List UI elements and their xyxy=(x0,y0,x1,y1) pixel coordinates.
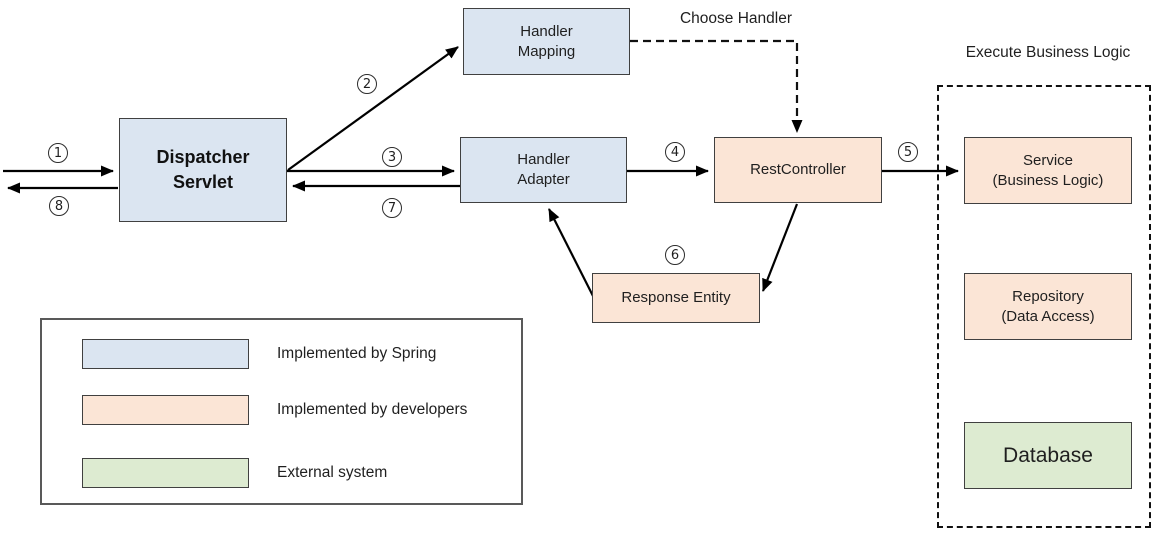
arrow-step6-response-entity-to-adapter xyxy=(548,208,594,297)
step-4-badge: 4 xyxy=(665,142,685,162)
legend-swatch-spring xyxy=(82,339,249,369)
response-entity-node: Response Entity xyxy=(592,273,760,323)
node-label: (Data Access) xyxy=(1001,307,1095,325)
legend-label-external: External system xyxy=(277,464,388,481)
repository-node: Repository (Data Access) xyxy=(964,273,1132,340)
step-2-badge: 2 xyxy=(357,74,377,94)
rest-controller-node: RestController xyxy=(714,137,882,203)
step-6-badge: 6 xyxy=(665,245,685,265)
node-label: Handler xyxy=(520,22,573,40)
arrow-step2-to-handler-mapping xyxy=(287,46,459,171)
legend-swatch-developers xyxy=(82,395,249,425)
step-3-badge: 3 xyxy=(382,147,402,167)
node-label: Adapter xyxy=(517,171,570,188)
dispatcher-servlet-node: Dispatcher Servlet xyxy=(119,118,287,222)
step-5-badge: 5 xyxy=(898,142,918,162)
execute-business-logic-group xyxy=(937,85,1151,528)
node-label: Repository xyxy=(1012,287,1084,305)
choose-handler-dashed-connector xyxy=(630,39,803,133)
node-label: Servlet xyxy=(172,172,234,192)
execute-business-logic-label: Execute Business Logic xyxy=(965,44,1131,61)
node-label: (Business Logic) xyxy=(992,171,1104,189)
choose-handler-label: Choose Handler xyxy=(679,10,793,27)
step-1-badge: 1 xyxy=(48,143,68,163)
database-node: Database xyxy=(964,422,1132,489)
legend: Implemented by Spring Implemented by dev… xyxy=(40,318,523,505)
step-7-badge: 7 xyxy=(382,198,402,218)
handler-mapping-node: Handler Mapping xyxy=(463,8,630,75)
step-8-badge: 8 xyxy=(49,196,69,216)
node-label: Handler xyxy=(517,151,570,168)
node-label: Dispatcher xyxy=(156,147,250,167)
legend-swatch-external xyxy=(82,458,249,488)
node-label: Mapping xyxy=(517,42,576,60)
handler-adapter-node: Handler Adapter xyxy=(460,137,627,203)
legend-label-spring: Implemented by Spring xyxy=(277,345,437,362)
node-label: RestController xyxy=(750,161,846,178)
node-label: Service xyxy=(1022,151,1074,169)
legend-label-developers: Implemented by developers xyxy=(277,401,468,418)
node-label: Database xyxy=(1003,443,1093,467)
node-label: Response Entity xyxy=(621,289,731,306)
arrow-restcontroller-to-response-entity xyxy=(761,203,799,292)
service-node: Service (Business Logic) xyxy=(964,137,1132,204)
